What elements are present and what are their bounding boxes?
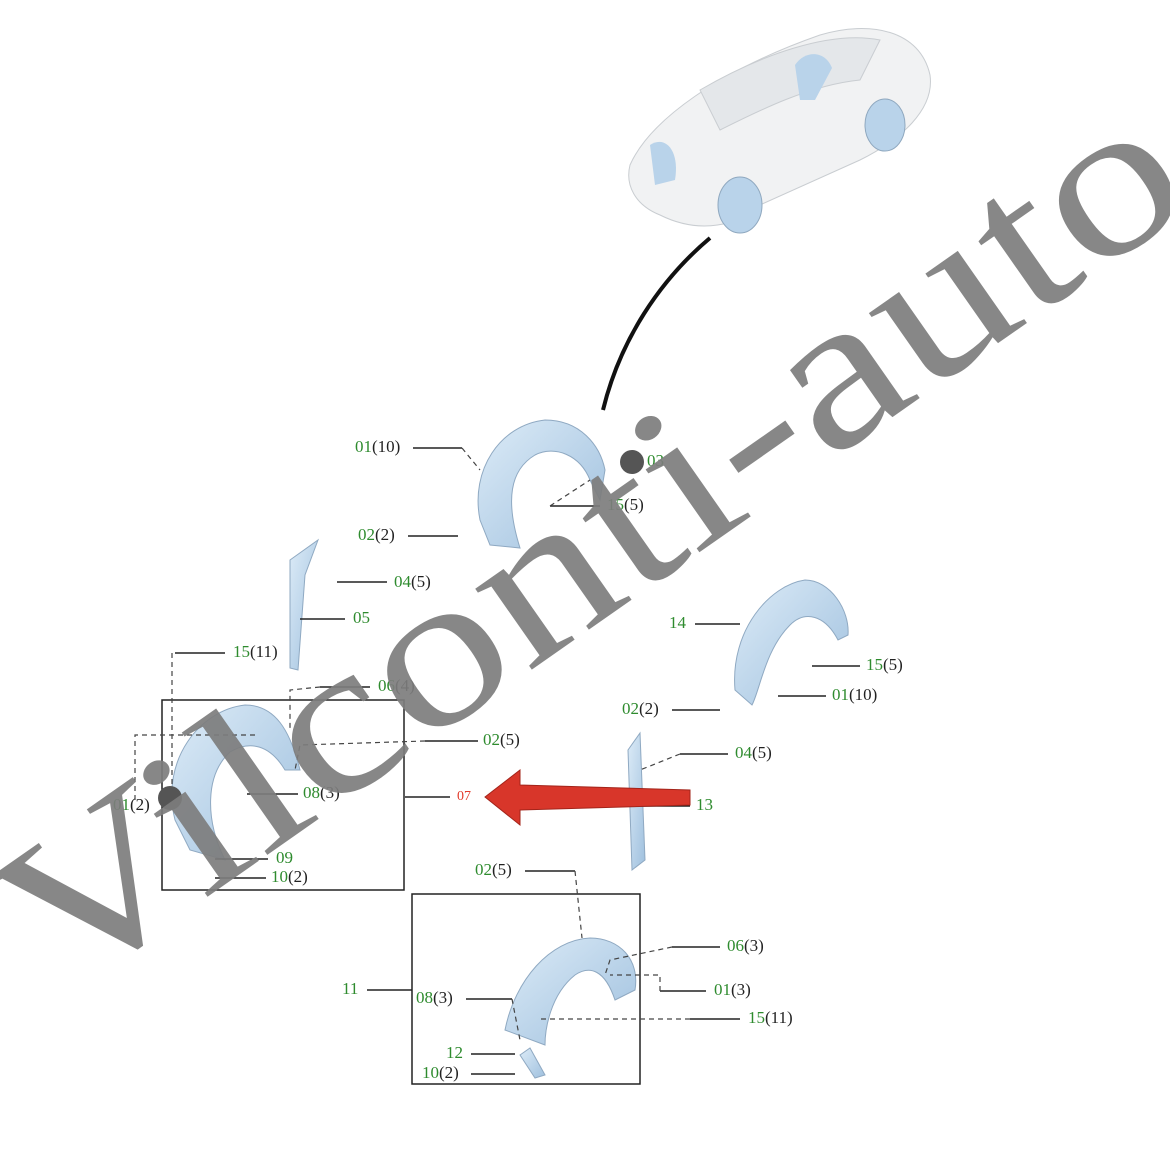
callout-qty: (5) [752,743,772,762]
callout-label[interactable]: 15(5) [607,495,644,515]
dot-marker [158,786,182,810]
callout-number: 13 [696,795,713,814]
callout-label[interactable]: 11 [342,979,358,999]
callout-number: 14 [669,613,686,632]
callout-number: 15 [748,1008,765,1027]
callout-qty: (10) [849,685,878,704]
part-12-bracket [519,1047,546,1079]
callout-qty: (2) [288,867,308,886]
callout-qty: (2) [439,1063,459,1082]
callout-number: 08 [416,988,433,1007]
part-07-front-liner [171,704,301,861]
dashed-leaders [134,447,690,1041]
part-05-strip [289,538,320,671]
callout-number: 02 [475,860,492,879]
callout-label[interactable]: 06(3) [727,936,764,956]
part-11-rear-liner [504,937,637,1046]
callout-qty: (5) [411,572,431,591]
callout-qty: (2) [375,525,395,544]
callout-label[interactable]: 01(10) [832,685,877,705]
callout-number: 12 [446,1043,463,1062]
callout-label[interactable]: 15(11) [748,1008,793,1028]
callout-label[interactable]: 13 [696,795,713,815]
callout-label[interactable]: 08(3) [416,988,453,1008]
callout-label[interactable]: 15(5) [866,655,903,675]
callout-qty: (2) [130,795,150,814]
callout-number: 15 [866,655,883,674]
callout-number: 07 [457,789,471,804]
callout-qty: (5) [624,495,644,514]
callout-qty: (11) [250,642,278,661]
callout-qty: (5) [492,860,512,879]
callout-number: 04 [735,743,752,762]
callout-qty: (4) [395,676,415,695]
callout-label[interactable]: 01(2) [113,795,150,815]
callout-number: 04 [394,572,411,591]
callout-label[interactable]: 01(10) [355,437,400,457]
callout-number: 05 [353,608,370,627]
callout-number: 01 [113,795,130,814]
car-overview-image [628,28,931,234]
callout-number: 06 [378,676,395,695]
callout-qty: (3) [731,980,751,999]
part-14-rear-liner [734,579,849,706]
callout-number: 02 [622,699,639,718]
callout-qty: (2) [639,699,659,718]
callout-qty: (5) [883,655,903,674]
callout-number: 15 [607,495,624,514]
callout-number: 15 [233,642,250,661]
connector-curve [601,236,712,411]
callout-label[interactable]: 02(2) [622,699,659,719]
callout-qty: (3) [433,988,453,1007]
callout-number: 11 [342,979,359,998]
callout-number: 01 [714,980,731,999]
callout-number: 02 [358,525,375,544]
callout-number: 01 [355,437,372,456]
callout-label[interactable]: 01(3) [714,980,751,1000]
callout-label[interactable]: 03 [647,451,664,471]
callout-label[interactable]: 02(5) [483,730,520,750]
callout-label[interactable]: 08(3) [303,783,340,803]
callout-qty: (3) [320,783,340,802]
callout-number: 10 [422,1063,439,1082]
callout-label[interactable]: 12 [446,1043,463,1063]
callout-qty: (3) [744,936,764,955]
callout-label[interactable]: 14 [669,613,686,633]
callout-label-highlighted[interactable]: 07 [457,787,471,807]
callout-number: 02 [483,730,500,749]
callout-qty: (11) [765,1008,793,1027]
callout-number: 08 [303,783,320,802]
callout-label[interactable]: 02(5) [475,860,512,880]
callout-number: 09 [276,848,293,867]
dot-marker [620,450,644,474]
callout-label[interactable]: 02(2) [358,525,395,545]
callout-label[interactable]: 10(2) [422,1063,459,1083]
callout-label[interactable]: 15(11) [233,642,278,662]
group-box-11 [411,893,641,1085]
part-front-liner-top [477,419,606,549]
callout-qty: (5) [500,730,520,749]
callout-number: 03 [647,451,664,470]
callout-label[interactable]: 04(5) [394,572,431,592]
callout-label[interactable]: 05 [353,608,370,628]
callout-number: 01 [832,685,849,704]
callout-label[interactable]: 06(4) [378,676,415,696]
callout-label[interactable]: 09 [276,848,293,868]
highlight-arrow[interactable] [484,768,691,827]
callout-label[interactable]: 04(5) [735,743,772,763]
callout-number: 06 [727,936,744,955]
callout-label[interactable]: 10(2) [271,867,308,887]
callout-qty: (10) [372,437,401,456]
callout-number: 10 [271,867,288,886]
